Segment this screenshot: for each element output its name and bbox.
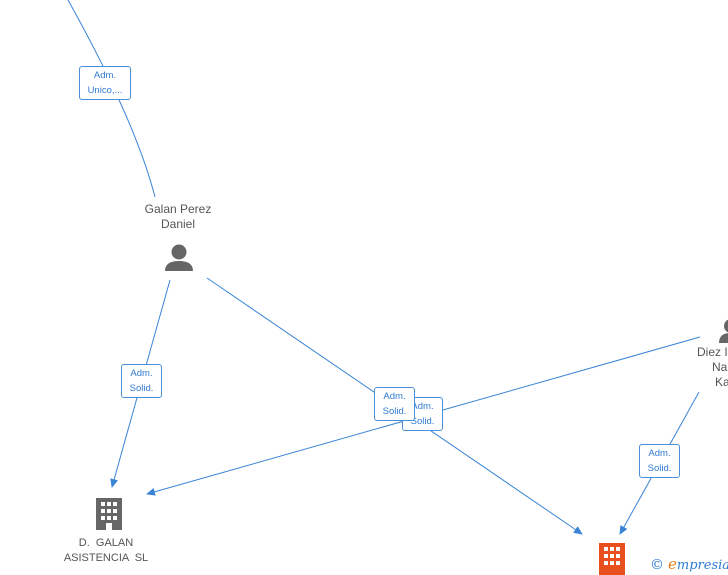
- person-icon[interactable]: [719, 319, 728, 343]
- company-name-line: D. GALAN: [78, 537, 134, 549]
- edge-label-line: Solid.: [410, 416, 435, 427]
- person-name-line: Daniel: [160, 217, 196, 231]
- edge-label-diez-dgalan[interactable]: Adm. Solid.: [374, 387, 415, 421]
- person-name-line: Diez I: [697, 345, 728, 359]
- company-name-dgalan[interactable]: D. GALAN ASISTENCIA SL: [56, 536, 156, 566]
- person-icon[interactable]: [165, 244, 193, 272]
- person-name-diez[interactable]: Diez I Na Ka: [697, 345, 728, 390]
- edge-top-to-galan: [67, 0, 156, 198]
- edge-label-line: Unico,...: [87, 85, 123, 96]
- edge-label-galan-dgalan[interactable]: Adm. Solid.: [121, 364, 162, 398]
- edge-label-line: Adm.: [411, 401, 434, 412]
- edge-label-line: Solid.: [382, 406, 407, 417]
- building-icon[interactable]: [599, 543, 625, 575]
- edge-label-line: Solid.: [647, 463, 672, 474]
- edge-label-line: Adm.: [130, 368, 153, 379]
- edge-label-line: Adm.: [648, 448, 671, 459]
- brand-watermark: ©empresia: [650, 555, 728, 573]
- edge-label-top[interactable]: Adm. Unico,...: [79, 66, 131, 100]
- person-name-line: Na: [712, 360, 728, 374]
- person-name-line: Ka: [715, 375, 728, 389]
- edge-label-line: Adm.: [383, 391, 406, 402]
- building-icon[interactable]: [96, 498, 122, 530]
- edge-label-diez-highlight[interactable]: Adm. Solid.: [639, 444, 680, 478]
- brand-initial: e: [668, 555, 677, 573]
- person-name-line: Galan Perez: [144, 202, 212, 216]
- person-name-galan[interactable]: Galan Perez Daniel: [136, 202, 220, 232]
- edge-label-line: Adm.: [93, 70, 117, 81]
- copyright-icon: ©: [650, 557, 664, 573]
- edge-label-line: Solid.: [129, 383, 154, 394]
- brand-name: mpresia: [676, 558, 728, 573]
- company-name-line: ASISTENCIA SL: [63, 552, 149, 564]
